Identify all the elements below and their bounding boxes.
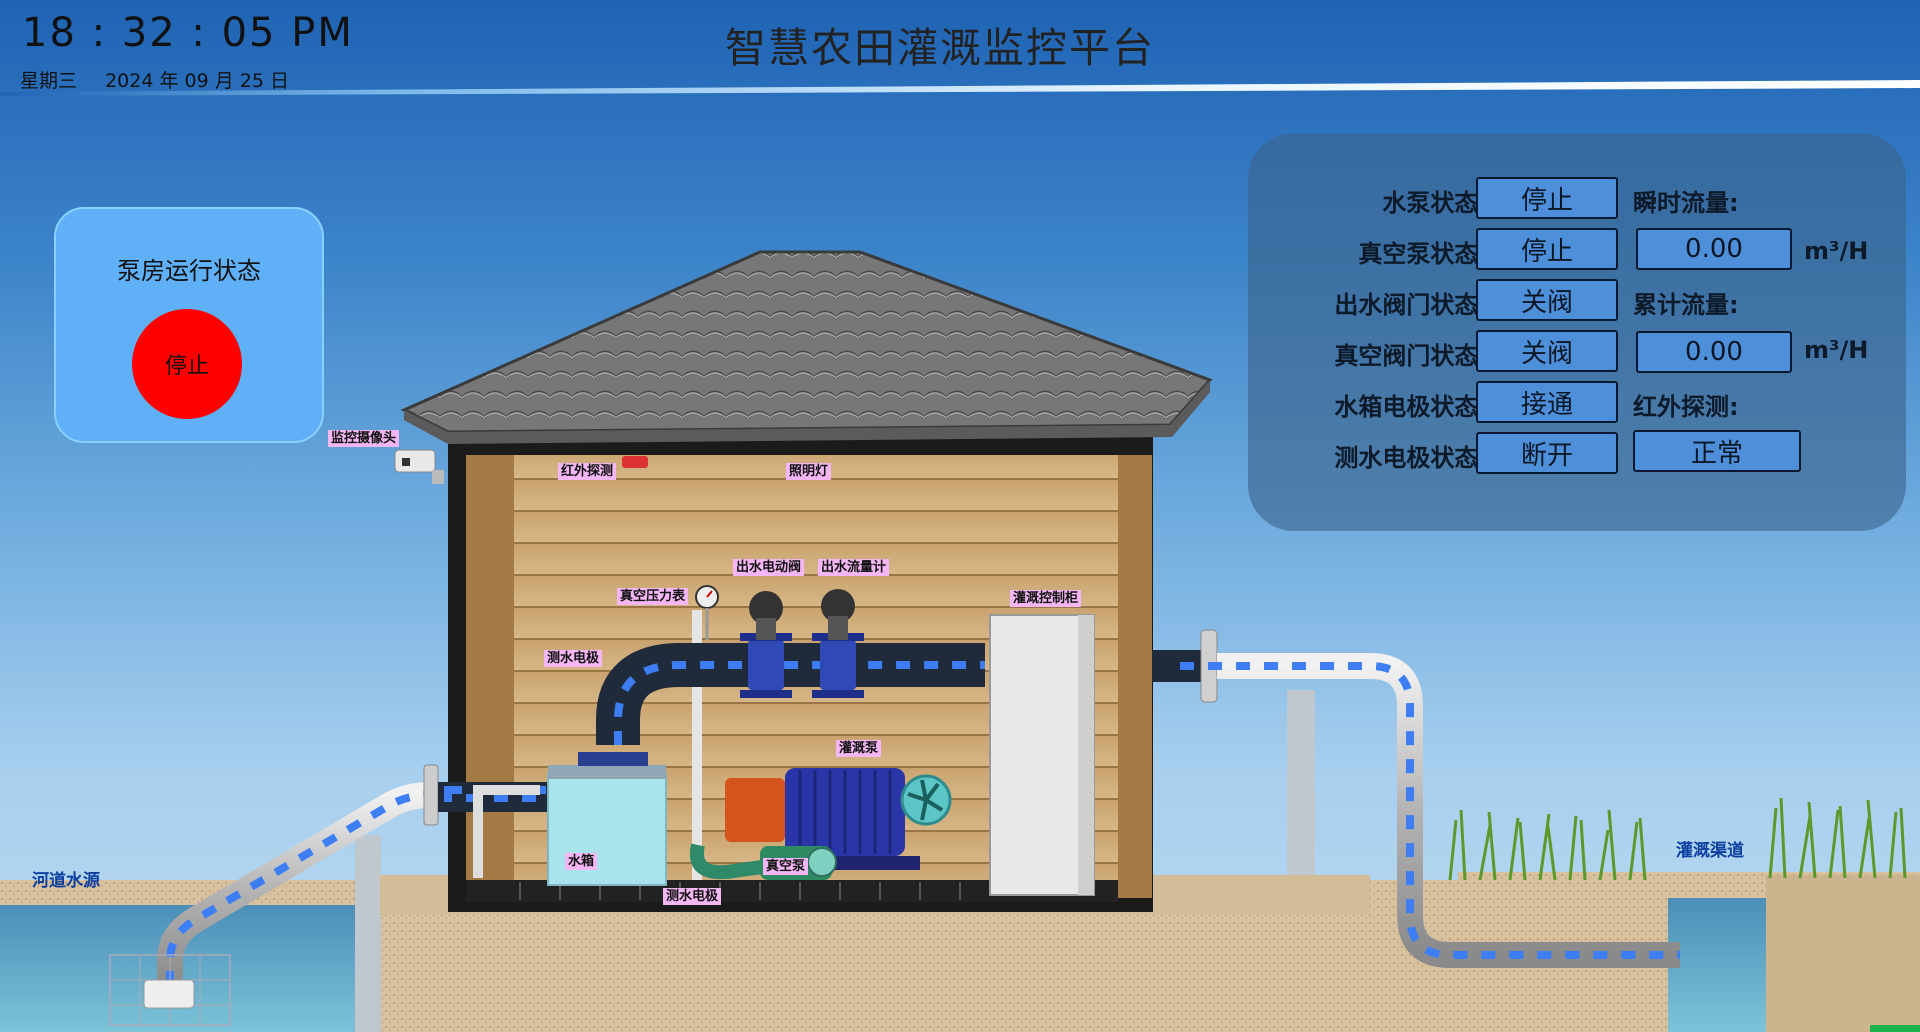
water-electrode-status-label: 测水电极状态: — [1334, 444, 1488, 472]
outlet-valve-status-value: 关阀 — [1476, 279, 1618, 321]
light-label: 照明灯 — [786, 463, 832, 480]
control-cabinet — [989, 614, 1095, 896]
pressure-gauge-icon — [695, 585, 719, 640]
camera-label: 监控摄像头 — [328, 430, 400, 447]
status-indicator-text: 停止 — [164, 354, 209, 379]
river-label: 河道水源 — [32, 871, 100, 891]
pump-status-value: 停止 — [1476, 177, 1618, 219]
canal-water — [1668, 898, 1766, 1032]
tank-electrode-status-value: 接通 — [1476, 381, 1618, 423]
outlet-valve-status-label: 出水阀门状态: — [1334, 291, 1488, 319]
vacuum-gauge-label: 真空压力表 — [617, 588, 689, 605]
tank-label: 水箱 — [565, 853, 598, 870]
vacuum-pump-status-label: 真空泵状态: — [1358, 240, 1488, 268]
date: 2024 年 09 月 25 日 — [105, 70, 289, 92]
water-electrode-bottom-label: 测水电极 — [663, 888, 722, 905]
infrared-value: 正常 — [1633, 430, 1801, 472]
camera-icon — [394, 449, 444, 484]
status-card-label: 泵房运行状态 — [117, 257, 261, 285]
roof — [400, 250, 1213, 434]
canal-label: 灌溉渠道 — [1676, 841, 1744, 861]
infrared-sensor-icon — [622, 456, 648, 468]
vacuum-valve-status-value: 关阀 — [1476, 330, 1618, 372]
pump-status-label: 水泵状态: — [1382, 189, 1488, 217]
pump-house-status-card: 泵房运行状态 停止 — [54, 207, 324, 443]
page-title: 智慧农田灌溉监控平台 — [725, 24, 1155, 72]
vacuum-pump-status-value: 停止 — [1476, 228, 1618, 270]
clock: 18 : 32 : 05 PM — [22, 10, 354, 56]
outlet-flowmeter-label: 出水流量计 — [818, 559, 890, 576]
header-divider — [0, 80, 1920, 96]
instant-flow-label: 瞬时流量: — [1633, 189, 1739, 217]
vacuum-pump-label: 真空泵 — [763, 858, 809, 875]
tank-electrode-status-label: 水箱电极状态: — [1334, 393, 1488, 421]
total-flow-value: 0.00 — [1636, 331, 1792, 373]
total-flow-unit: m³/H — [1804, 336, 1869, 364]
instant-flow-value: 0.00 — [1636, 228, 1792, 270]
weekday: 星期三 — [20, 70, 78, 92]
outlet-valve-label: 出水电动阀 — [733, 559, 805, 576]
cabinet-label: 灌溉控制柜 — [1010, 590, 1082, 607]
water-electrode-top-label: 测水电极 — [544, 650, 603, 667]
vacuum-valve-status-label: 真空阀门状态: — [1334, 342, 1488, 370]
irrigation-pump-label: 灌溉泵 — [836, 740, 882, 757]
instant-flow-unit: m³/H — [1804, 237, 1869, 265]
outlet-valve-icon — [740, 591, 792, 698]
water-electrode-status-value: 断开 — [1476, 432, 1618, 474]
grass — [1448, 797, 1907, 881]
infrared-sensor-label: 红外探测 — [558, 463, 617, 480]
status-indicator: 停止 — [132, 309, 242, 419]
total-flow-label: 累计流量: — [1633, 291, 1739, 319]
infrared-label: 红外探测: — [1633, 393, 1739, 421]
status-panel: 水泵状态: 真空泵状态: 出水阀门状态: 真空阀门状态: 水箱电极状态: 测水电… — [1248, 133, 1906, 531]
flowmeter-icon — [812, 589, 864, 698]
date-line: 星期三 2024 年 09 月 25 日 — [20, 66, 311, 93]
